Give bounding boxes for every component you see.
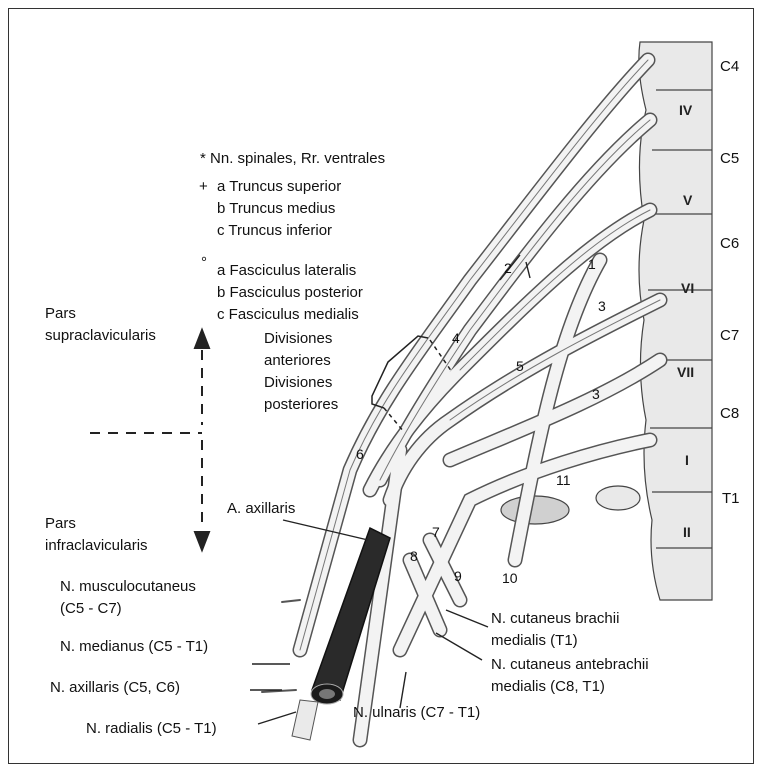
divisiones-posteriores-1: Divisiones — [264, 374, 332, 392]
segment-c7: C7 — [720, 327, 739, 345]
vertebra-vi: VI — [681, 280, 694, 296]
number-10: 10 — [502, 570, 518, 586]
label-n-cutaneus-brachii-1: N. cutaneus brachii — [491, 610, 619, 628]
segment-c8: C8 — [720, 405, 739, 423]
divisiones-anteriores-2: anteriores — [264, 352, 331, 370]
vertebra-i: I — [685, 452, 689, 468]
pars-guides — [90, 330, 209, 550]
legend-truncus-superior: a Truncus superior — [217, 178, 341, 196]
number-6: 6 — [356, 446, 364, 462]
label-n-axillaris: N. axillaris (C5, C6) — [50, 679, 180, 697]
vertebra-iv: IV — [679, 102, 692, 118]
number-2: 2 — [504, 260, 512, 276]
label-n-medianus: N. medianus (C5 - T1) — [60, 638, 208, 656]
pars-supra-2: supraclavicularis — [45, 327, 156, 345]
vertebra-v: V — [683, 192, 692, 208]
number-5: 5 — [516, 358, 524, 374]
number-4: 4 — [452, 330, 460, 346]
segment-t1: T1 — [722, 490, 740, 508]
number-8: 8 — [410, 548, 418, 564]
divisiones-anteriores-1: Divisiones — [264, 330, 332, 348]
number-3-lower: 3 — [592, 386, 600, 402]
number-7: 7 — [432, 524, 440, 540]
label-n-musculocutaneus: N. musculocutaneus — [60, 578, 196, 596]
star-symbol: * — [200, 150, 206, 167]
label-n-radialis: N. radialis (C5 - T1) — [86, 720, 217, 738]
circle-symbol: ° — [201, 254, 207, 272]
legend-fasciculus-lateralis: a Fasciculus lateralis — [217, 262, 356, 280]
legend-star: * Nn. spinales, Rr. ventrales — [200, 150, 385, 168]
segment-c6: C6 — [720, 235, 739, 253]
label-a-axillaris: A. axillaris — [227, 500, 295, 518]
legend-spinal-nerves: Nn. spinales, Rr. ventrales — [210, 150, 385, 167]
segment-c5: C5 — [720, 150, 739, 168]
plus-symbol: + — [199, 178, 208, 196]
legend-truncus-inferior: c Truncus inferior — [217, 222, 332, 240]
number-1: 1 — [588, 256, 596, 272]
number-11: 11 — [556, 472, 571, 488]
vertebra-vii: VII — [677, 364, 694, 380]
pars-infra-1: Pars — [45, 515, 76, 533]
segment-c4: C4 — [720, 58, 739, 76]
pars-supra-1: Pars — [45, 305, 76, 323]
label-n-cutaneus-antebrachii-2: medialis (C8, T1) — [491, 678, 605, 696]
label-n-ulnaris: N. ulnaris (C7 - T1) — [353, 704, 480, 722]
vertebra-ii: II — [683, 524, 691, 540]
legend-fasciculus-posterior: b Fasciculus posterior — [217, 284, 363, 302]
legend-fasciculus-medialis: c Fasciculus medialis — [217, 306, 359, 324]
number-9: 9 — [454, 568, 462, 584]
label-n-cutaneus-brachii-2: medialis (T1) — [491, 632, 578, 650]
number-3-upper: 3 — [598, 298, 606, 314]
legend-truncus-medius: b Truncus medius — [217, 200, 335, 218]
label-n-musculocutaneus-roots: (C5 - C7) — [60, 600, 122, 618]
divisiones-posteriores-2: posteriores — [264, 396, 338, 414]
pars-infra-2: infraclavicularis — [45, 537, 148, 555]
label-n-cutaneus-antebrachii-1: N. cutaneus antebrachii — [491, 656, 649, 674]
